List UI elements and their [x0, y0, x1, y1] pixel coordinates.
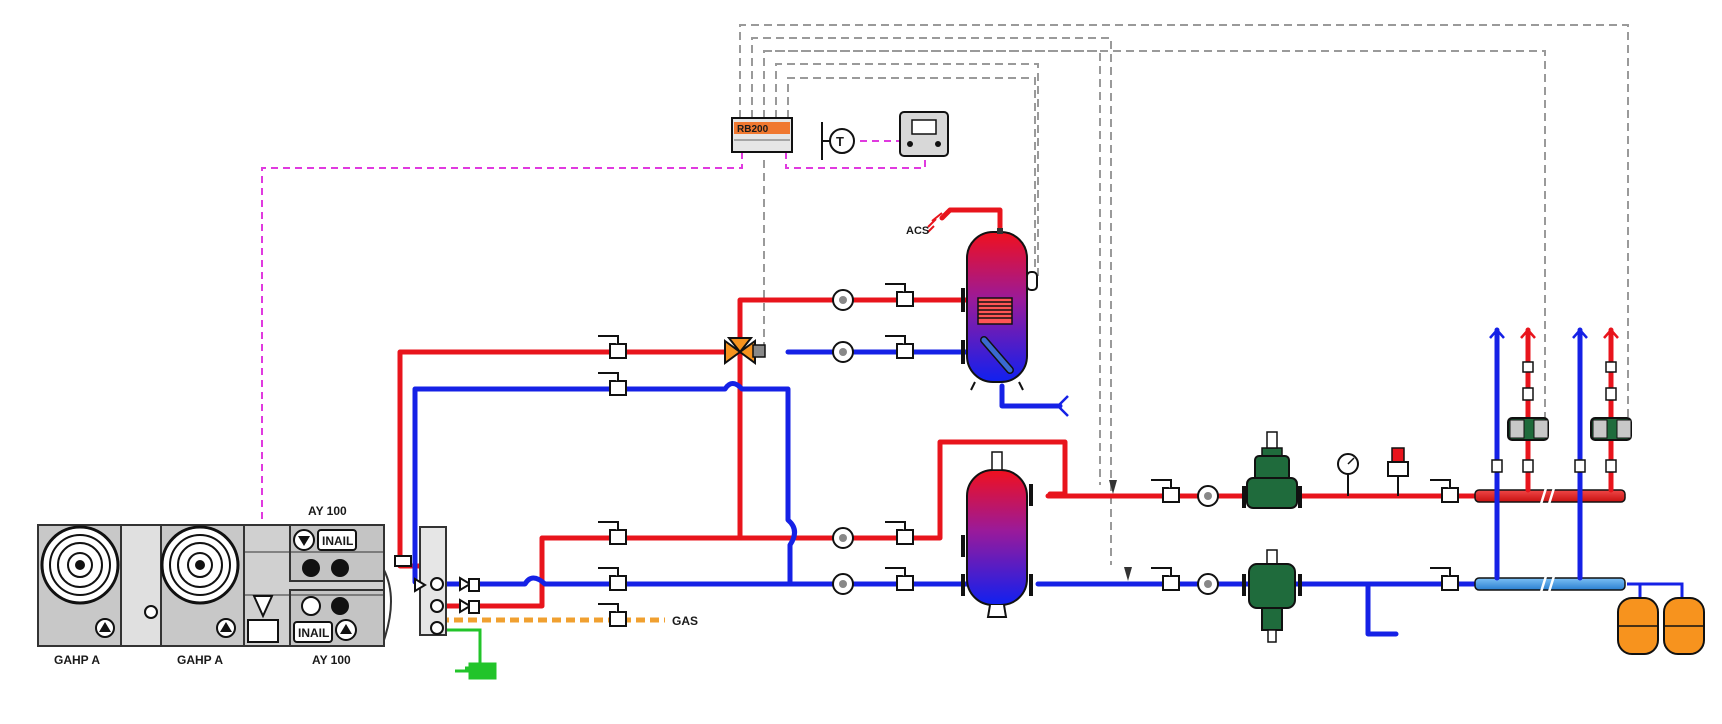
arrow-down-icon — [1489, 328, 1505, 339]
ay100-units — [243, 524, 392, 647]
ball-valve-icon — [598, 521, 627, 545]
circulator-pump-icon — [1590, 417, 1632, 441]
ay100-bottom-label: AY 100 — [312, 653, 351, 667]
gahp-1-label: GAHP A — [54, 653, 100, 667]
thermometer-icon — [832, 289, 854, 311]
arrow-down-icon — [1572, 328, 1588, 339]
fan-icon — [160, 525, 240, 605]
pressure-gauge-icon — [1337, 453, 1359, 496]
pressure-reducer-valve — [1242, 431, 1302, 509]
controller-label: RB200 — [737, 124, 769, 135]
ball-valve-icon — [468, 600, 480, 614]
ball-valve-icon — [598, 567, 627, 591]
separator-manifold — [394, 526, 472, 636]
ball-valve-icon — [1151, 479, 1180, 503]
room-thermostat — [821, 122, 855, 160]
thermometer-icon — [832, 341, 854, 363]
ball-valve-icon — [1430, 567, 1459, 591]
rb200-controller — [731, 117, 793, 153]
drain-pipe — [445, 628, 482, 670]
expansion-vessels — [1617, 582, 1705, 655]
ball-valve-icon — [598, 372, 627, 396]
arrow-up-icon — [1520, 328, 1536, 339]
gahp-2-label: GAHP A — [177, 653, 223, 667]
thermometer-icon — [832, 573, 854, 595]
thermometer-icon — [1197, 573, 1219, 595]
thermometers — [832, 289, 1219, 595]
control-panel-device — [899, 111, 949, 157]
thermometer-icon — [1197, 485, 1219, 507]
gas-label: GAS — [672, 614, 698, 628]
ball-valve-icon — [885, 521, 914, 545]
ball-valve-icon — [598, 335, 627, 359]
dhw-storage-tank — [961, 228, 1038, 391]
dirt-separator-filter — [1242, 549, 1302, 643]
ay100-top-label: AY 100 — [308, 504, 347, 518]
safety-valve-icon — [1387, 447, 1409, 496]
ball-valve-icon — [885, 567, 914, 591]
circulator-pump-icon — [1507, 417, 1549, 441]
zone-circuit-2 — [1572, 327, 1632, 581]
signal-lines — [261, 140, 926, 580]
temperature-probes — [1109, 480, 1132, 581]
cold-inlet-arrow-icon — [1056, 395, 1069, 417]
gahp-unit-1 — [37, 524, 162, 647]
ball-valve-icon — [885, 335, 914, 359]
ball-valve-icon — [468, 578, 480, 592]
inail-bottom-label: INAIL — [298, 626, 329, 640]
hot-collector — [1474, 487, 1626, 505]
buffer-storage-tank — [961, 451, 1033, 618]
ball-valve-icon — [598, 603, 627, 627]
arrow-up-icon — [1603, 328, 1619, 339]
control-lines — [739, 24, 1629, 565]
hot-pipes — [397, 207, 1483, 609]
inail-top-label: INAIL — [322, 534, 353, 548]
acs-label: ACS — [906, 225, 929, 237]
zone-circuit-1 — [1489, 327, 1549, 581]
acs-outlet-arrow-icon — [927, 212, 943, 233]
ball-valve-icon — [1430, 479, 1459, 503]
thermostat-symbol: T — [836, 134, 844, 149]
cold-collector — [1474, 575, 1626, 593]
ball-valve-icon — [885, 283, 914, 307]
fan-icon — [40, 525, 120, 605]
cold-pipes — [412, 349, 1483, 637]
valve-icon — [144, 605, 158, 619]
drain-outlet-arrow-icon — [455, 662, 497, 680]
ball-valve-icon — [1151, 567, 1180, 591]
thermometer-icon — [832, 527, 854, 549]
three-way-valve-icon — [724, 337, 766, 365]
ball-valves — [468, 283, 1459, 627]
heating-coil-icon — [977, 297, 1013, 325]
